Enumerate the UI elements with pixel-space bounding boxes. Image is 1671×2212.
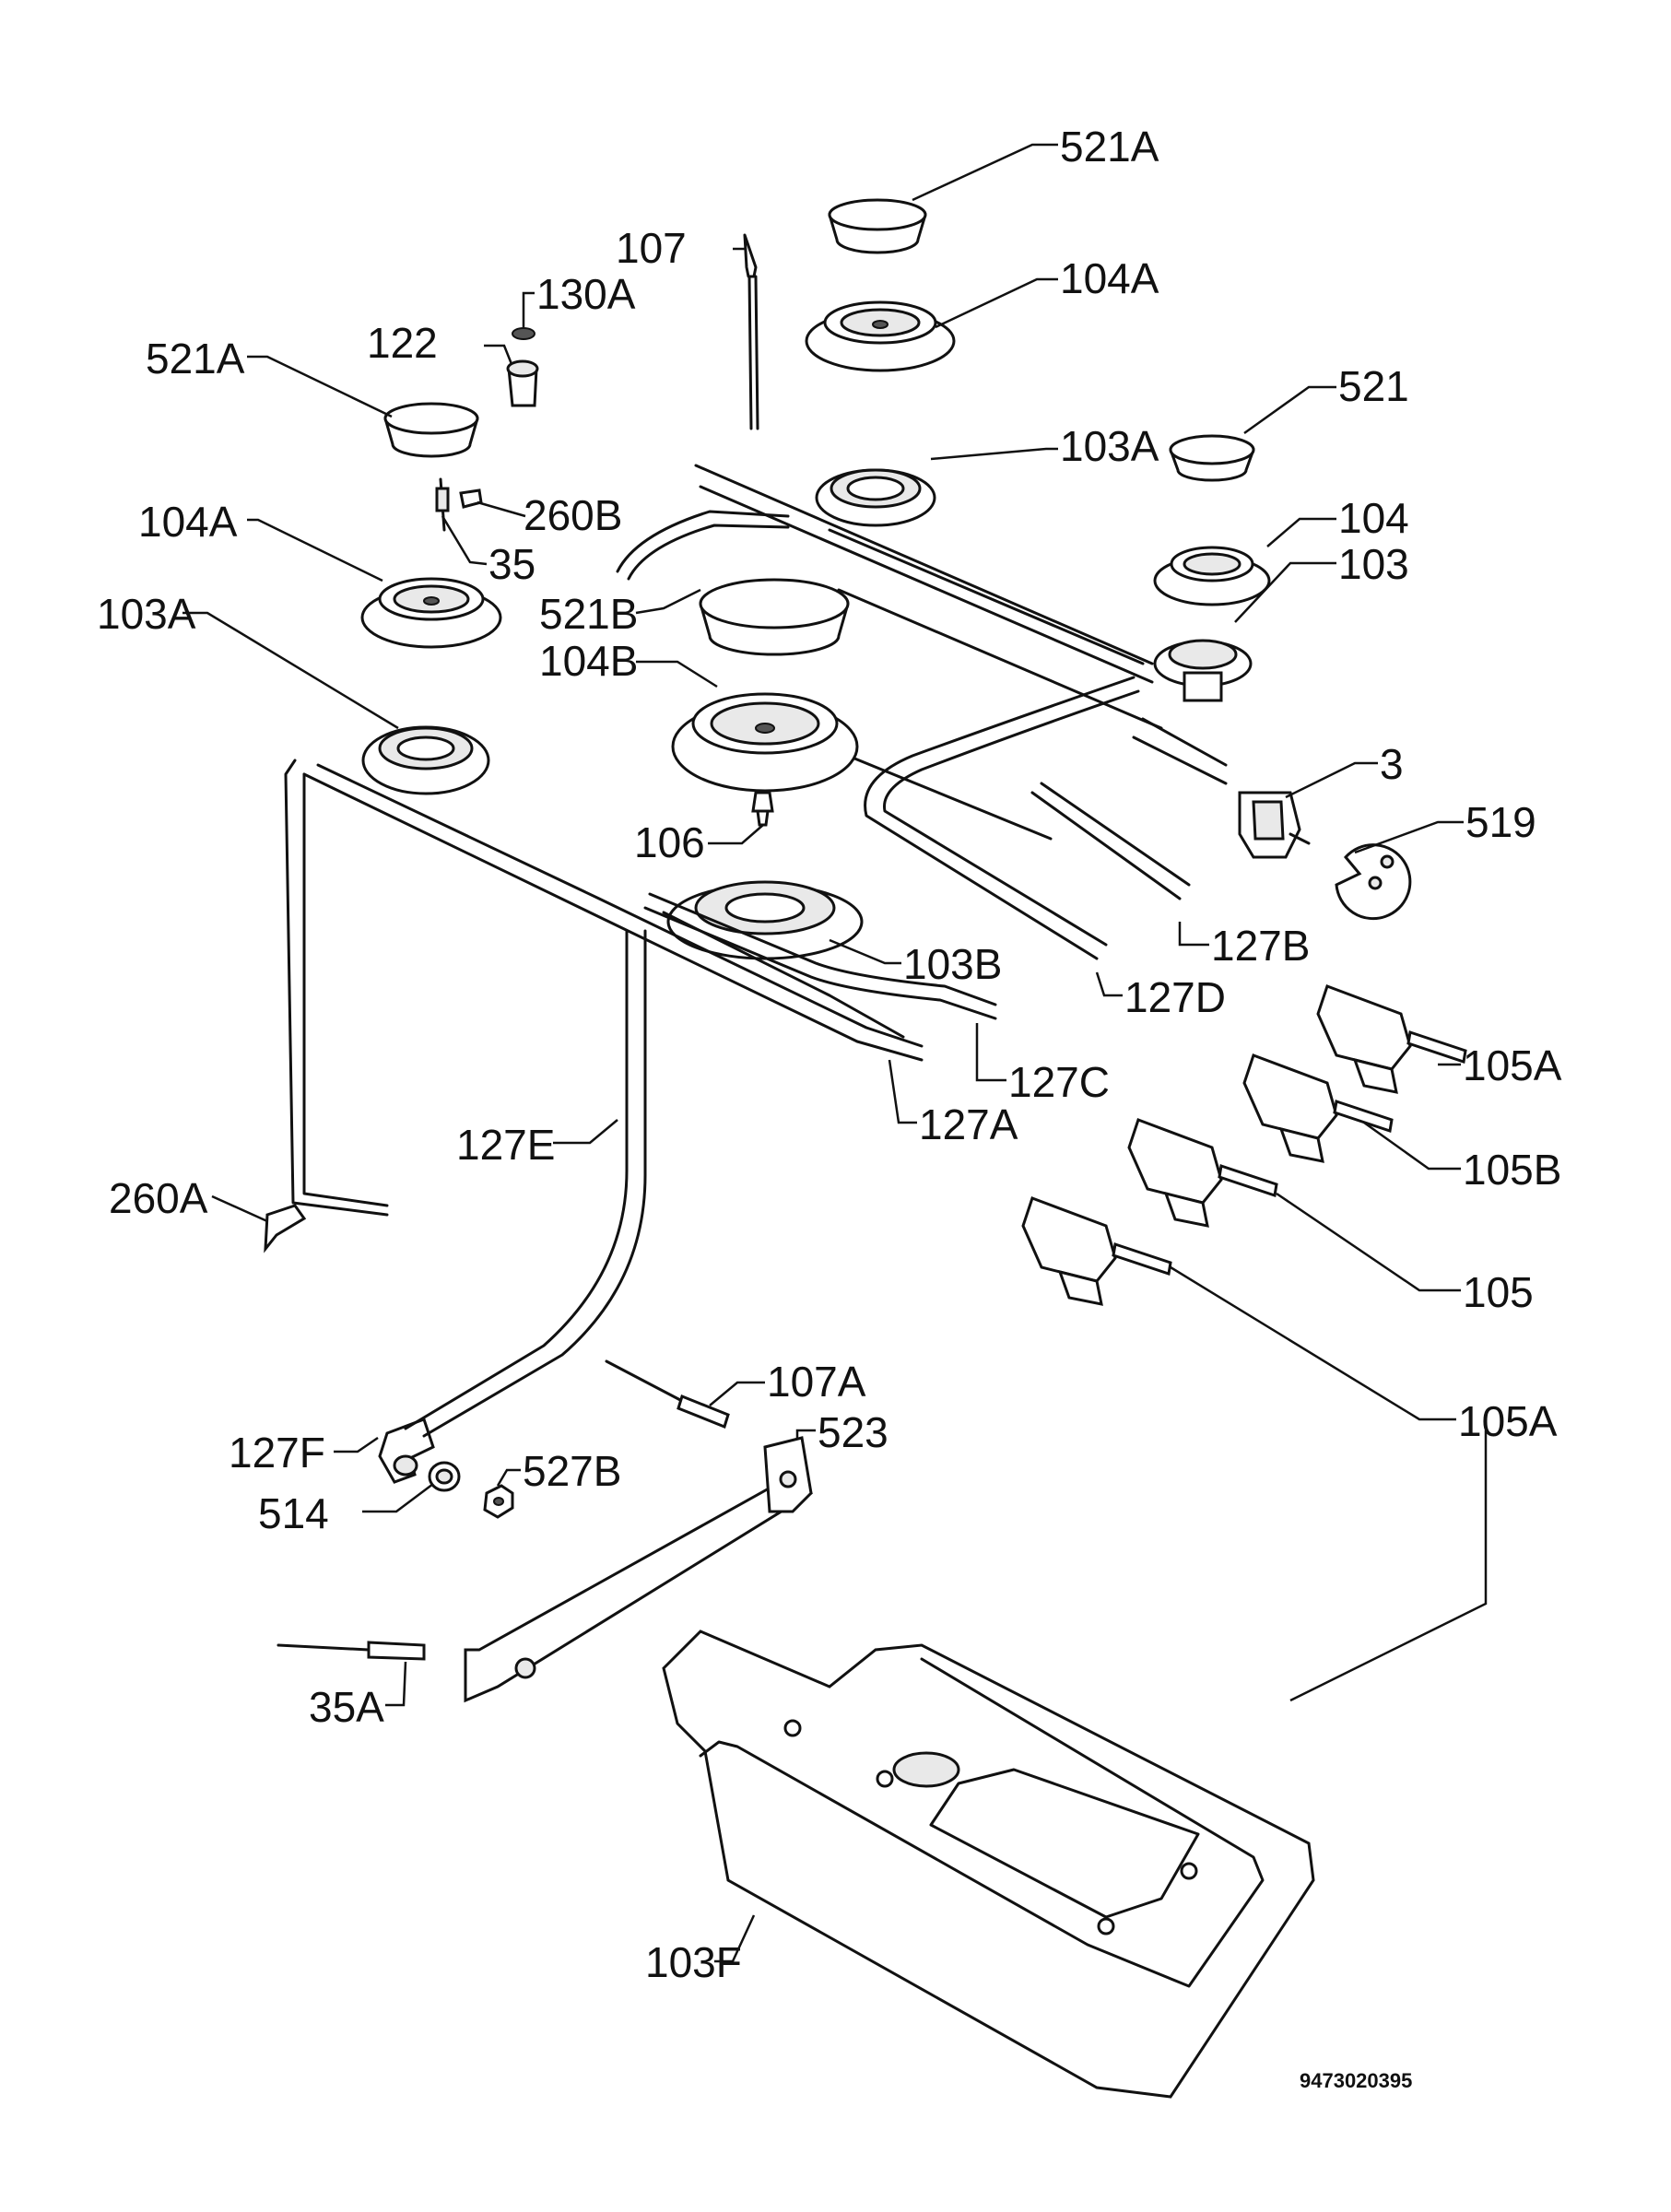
gas-pipe-left-burner: [284, 759, 924, 1217]
burner-body-103a-left: [361, 725, 490, 795]
burner-cap-right-rear: [828, 198, 927, 254]
callout-label: 127C: [1008, 1058, 1110, 1106]
gas-pipe-127a: [662, 911, 905, 1039]
gas-tap-105a-bottom: [1021, 1196, 1172, 1306]
burner-cap-left-rear: [383, 402, 479, 458]
burner-crown-103a-right: [815, 468, 936, 527]
callout-label: 127A: [919, 1100, 1018, 1148]
gas-tap-105b: [1242, 1053, 1394, 1163]
callout-label: 105A: [1463, 1041, 1562, 1089]
callout-label: 103A: [1060, 422, 1159, 470]
callout-label: 103: [1338, 540, 1409, 588]
thermocouple-107: [743, 233, 759, 430]
nut-527b: [483, 1484, 514, 1519]
callout-label: 104B: [539, 637, 638, 685]
document-number: 9473020395: [1300, 2069, 1412, 2092]
callout-label: 3: [1380, 740, 1404, 788]
injector-106: [751, 791, 774, 827]
callout-label: 104A: [1060, 254, 1159, 302]
callout-label: 519: [1465, 798, 1536, 846]
callout-label: 523: [818, 1408, 888, 1456]
callout-label: 122: [367, 319, 438, 367]
callout-label: 104: [1338, 494, 1409, 542]
gas-pipe-valve-3: [1132, 717, 1228, 785]
callout-label: 521A: [1060, 123, 1159, 171]
callout-label: 260B: [524, 491, 622, 539]
elbow-fitting-127f: [378, 1418, 435, 1484]
callout-label: 35A: [309, 1683, 384, 1731]
burner-crown-104-right: [1153, 546, 1271, 606]
burner-crown-104a-right: [805, 300, 956, 372]
gas-pipe-127e: [404, 929, 647, 1438]
callout-label: 105: [1463, 1268, 1534, 1316]
base-plate-103f: [662, 1630, 1315, 2099]
gas-pipe-rear: [616, 510, 790, 581]
electrode-holder-122: [506, 327, 539, 407]
valve-3: [1238, 791, 1311, 859]
burner-crown-104a-left: [360, 577, 502, 649]
callout-label: 103B: [903, 940, 1002, 988]
callout-label: 105B: [1463, 1146, 1561, 1194]
callout-label: 127E: [456, 1121, 555, 1169]
callout-label: 106: [634, 818, 705, 866]
callout-labels: 521A 107 104A 130A 122 521A 103A 521 260…: [97, 123, 1562, 1986]
gas-tap-105a-top: [1316, 984, 1467, 1094]
callout-label: 514: [258, 1489, 329, 1537]
gas-tap-105: [1127, 1118, 1278, 1228]
callout-label: 521A: [146, 335, 245, 382]
leader-lines: [182, 143, 1488, 1963]
nut-514: [428, 1461, 461, 1492]
burner-cap-large: [699, 578, 850, 656]
callout-label: 35: [488, 540, 535, 588]
callout-label: 527B: [523, 1447, 621, 1495]
bracket-523: [464, 1436, 813, 1703]
callout-label: 107: [616, 224, 687, 272]
callout-label: 105A: [1458, 1397, 1558, 1445]
callout-label: 260A: [109, 1174, 208, 1222]
callout-label: 521: [1338, 362, 1409, 410]
spark-plug-35: [435, 477, 483, 532]
clip-260a: [264, 1204, 307, 1253]
callout-label: 521B: [539, 590, 638, 638]
plate-519: [1335, 843, 1412, 921]
thermocouple-107a: [605, 1359, 730, 1429]
callout-label: 103A: [97, 590, 196, 638]
gas-pipe-127d: [864, 676, 1140, 960]
callout-label: 107A: [767, 1358, 866, 1406]
burner-body-103-right: [1153, 639, 1253, 702]
callout-label: 104A: [138, 498, 238, 546]
callout-label: 127F: [229, 1429, 325, 1477]
callout-label: 127D: [1124, 973, 1226, 1021]
callout-label: 103F: [645, 1938, 742, 1986]
hob-frame-lines: [694, 464, 1163, 841]
burner-crown-104b-large: [671, 692, 859, 793]
burner-cap-right-front: [1169, 434, 1255, 482]
gas-pipe-127c: [643, 892, 997, 1020]
gas-pipe-127b: [1030, 782, 1191, 900]
callout-label: 127B: [1211, 922, 1310, 970]
spark-plug-35a: [277, 1641, 426, 1661]
callout-label: 130A: [536, 270, 636, 318]
